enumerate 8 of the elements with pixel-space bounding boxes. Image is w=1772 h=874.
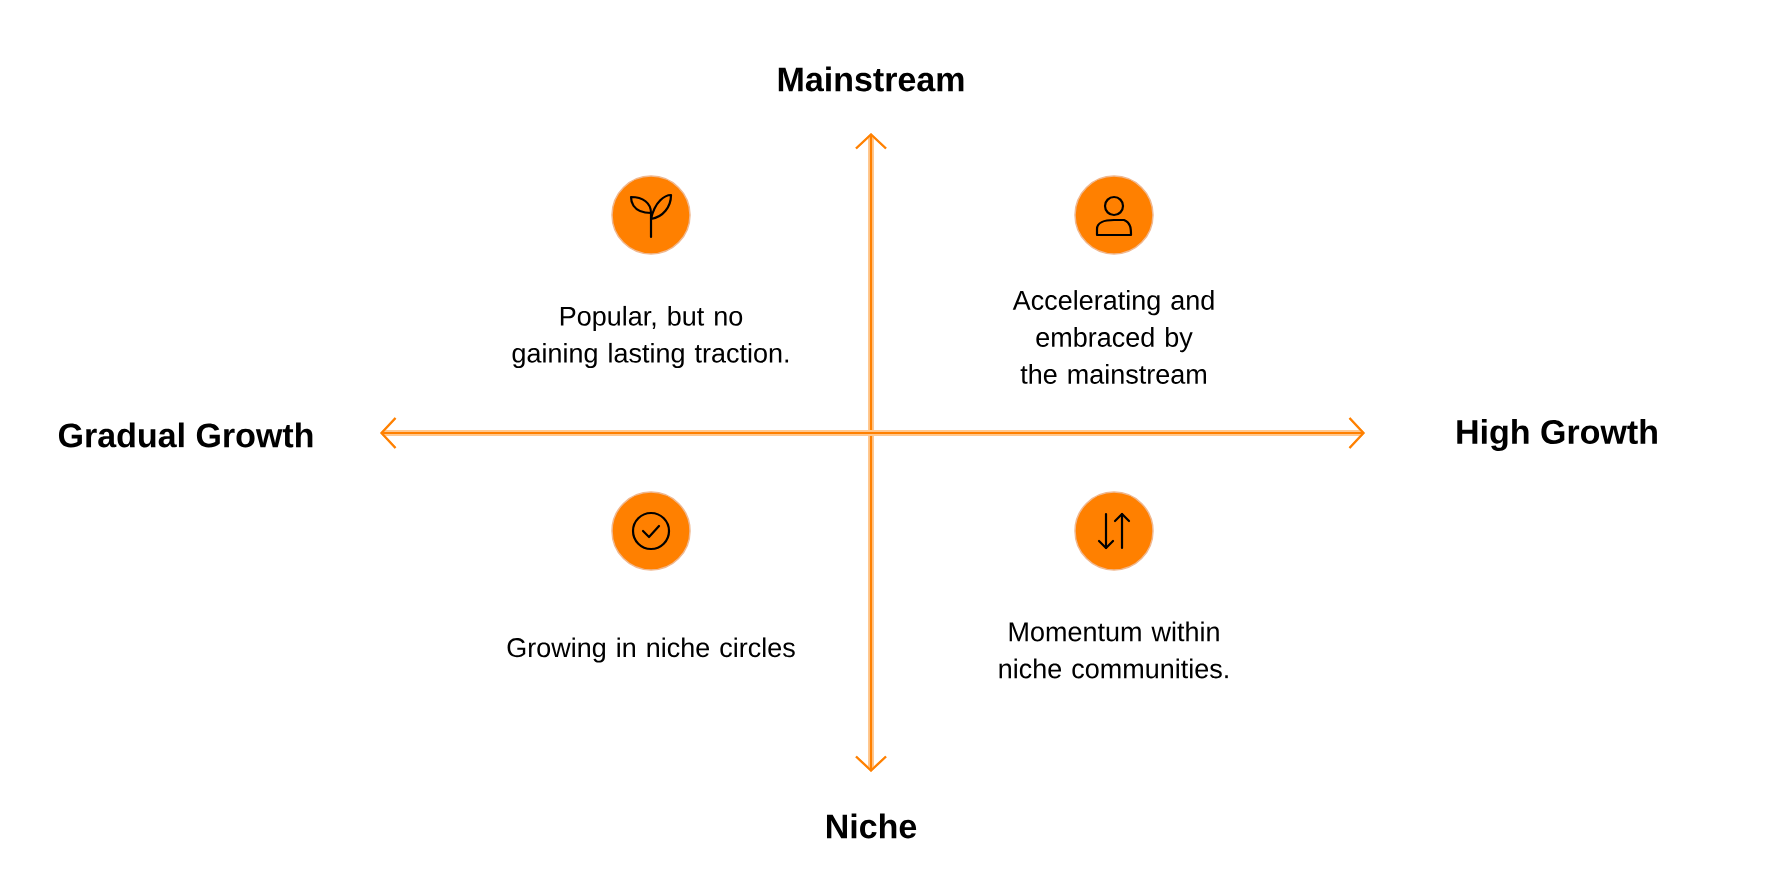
axis-label: Gradual Growth xyxy=(58,422,313,448)
axis-label: Mainstream xyxy=(778,66,964,92)
axis-label: Niche xyxy=(827,813,917,839)
quadrant-description: Growing in niche circles xyxy=(507,637,795,663)
quadrant-description: Accelerating and embraced by the mainstream xyxy=(1012,290,1214,384)
quadrant-description: Momentum within niche communities. xyxy=(999,621,1228,679)
axis-label: High Growth xyxy=(1457,419,1657,451)
quadrant-description: Popular, but no gaining lasting traction. xyxy=(512,305,789,369)
